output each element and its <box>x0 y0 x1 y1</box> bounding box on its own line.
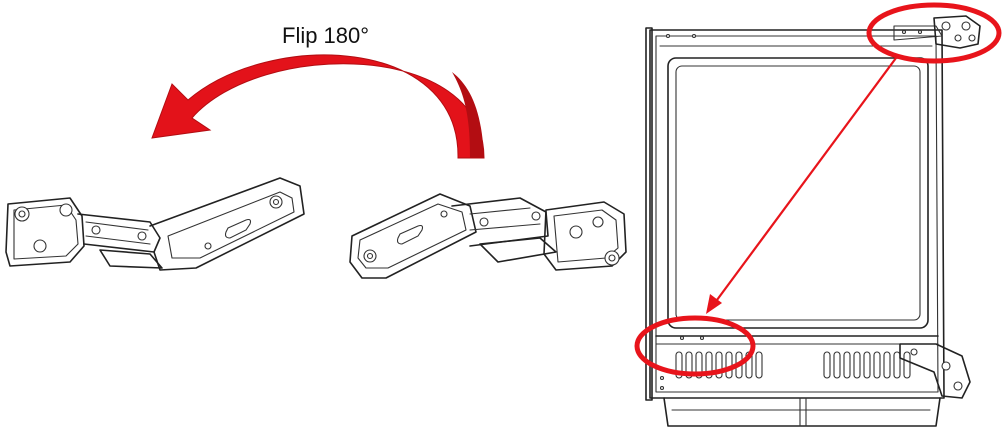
hinge-before-icon <box>5 177 305 271</box>
top-hinge-highlight <box>866 2 1002 64</box>
fridge-top-hinge-icon <box>893 15 981 49</box>
curved-arrow-icon <box>151 54 485 159</box>
bottom-hinge-highlight <box>634 315 756 377</box>
flip-caption: Flip 180° <box>282 23 369 48</box>
fridge-bottom-hinge-icon <box>899 343 971 399</box>
hinge-after-icon <box>349 193 627 279</box>
straight-arrow-icon <box>706 57 897 314</box>
fridge-front-icon <box>645 15 981 427</box>
